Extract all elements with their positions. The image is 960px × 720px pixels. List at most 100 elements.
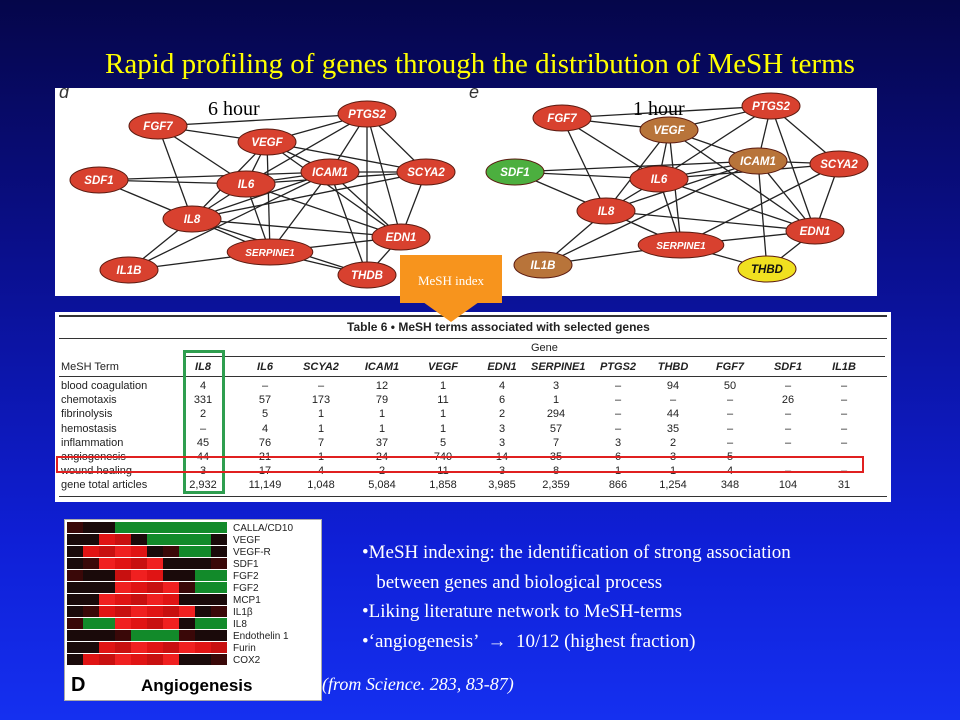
heatmap-cell (83, 582, 99, 593)
heatmap-row-label: MCP1 (233, 595, 261, 606)
heatmap-cell (163, 630, 179, 641)
table-cell: – (726, 422, 734, 435)
heatmap-cell (99, 642, 115, 653)
heatmap-cell (147, 618, 163, 629)
table-col-header-fgf7: FGF7 (715, 361, 745, 373)
table-cell: 4 (199, 380, 207, 392)
heatmap-cell (179, 642, 195, 653)
table-col-header-icam1: ICAM1 (364, 361, 400, 373)
network-edge (269, 171, 331, 253)
mesh-index-badge: MeSH index (400, 255, 502, 303)
node-label: ICAM1 (740, 156, 776, 168)
node-label: IL6 (651, 174, 668, 186)
network-node-icam1: ICAM1 (728, 147, 788, 175)
table-cell: – (614, 422, 622, 435)
node-ellipse (785, 217, 845, 245)
table-cell: 11 (437, 394, 449, 407)
heatmap-cell (195, 570, 211, 581)
heatmap-cell (115, 630, 131, 641)
heatmap-cell (99, 570, 115, 581)
heatmap-cell (67, 522, 83, 533)
table-cell: – (726, 436, 734, 449)
heatmap-cell (179, 594, 195, 605)
network-node-scya2: SCYA2 (396, 158, 456, 186)
table-cell: – (784, 422, 792, 435)
heatmap-cell (195, 618, 211, 629)
node-ellipse (485, 158, 545, 186)
heatmap-cell (99, 582, 115, 593)
network-node-sdf1: SDF1 (69, 166, 129, 194)
heatmap-cell (147, 642, 163, 653)
heatmap-cell (179, 606, 195, 617)
table-col-header-il1b: IL1B (832, 361, 856, 373)
heatmap-cell (163, 558, 179, 569)
table-cell: – (840, 394, 848, 407)
table-cell: 7 (317, 436, 325, 449)
node-label: SERPINE1 (656, 241, 706, 252)
heatmap-cell (195, 522, 211, 533)
node-label: IL8 (598, 206, 615, 218)
network-edge (658, 178, 816, 232)
table-cell: 3 (498, 436, 506, 449)
network-node-fgf7: FGF7 (532, 104, 592, 132)
bullet-item: •Liking literature network to MeSH-terms (362, 601, 683, 622)
network-edge (128, 171, 331, 271)
heatmap-cell (147, 606, 163, 617)
heatmap-cell (195, 546, 211, 557)
heatmap-cell (211, 654, 227, 665)
table-bottom-rule (59, 496, 887, 497)
node-label: SCYA2 (407, 167, 445, 179)
heatmap-cell (147, 522, 163, 533)
network-node-vegf: VEGF (639, 116, 699, 144)
table-cell: 79 (375, 394, 389, 407)
heatmap-cell (131, 522, 147, 533)
heatmap-cell (147, 534, 163, 545)
table-row-term: chemotaxis (61, 394, 117, 407)
node-label: IL6 (238, 179, 255, 191)
heatmap-row-label: SDF1 (233, 559, 259, 570)
table-cell: 1,048 (307, 479, 335, 492)
table-cell: 1 (317, 422, 325, 435)
heatmap-cell (163, 606, 179, 617)
node-label: VEGF (251, 137, 283, 149)
network-node-thdb: THDB (337, 261, 397, 289)
table-cell: 45 (196, 436, 210, 449)
heatmap-cell (163, 642, 179, 653)
table-cell: 12 (375, 380, 389, 392)
table-cell: 1 (317, 408, 325, 421)
heatmap-row-label: FGF2 (233, 583, 259, 594)
network-node-il6: IL6 (216, 170, 276, 198)
heatmap-cell (115, 642, 131, 653)
heatmap-cell (179, 534, 195, 545)
node-ellipse (728, 147, 788, 175)
table-cell: 348 (720, 479, 740, 492)
heatmap-panel-letter: D (71, 674, 86, 696)
table-cell: – (614, 394, 622, 407)
network-node-il1b: IL1B (99, 256, 159, 284)
network-node-thbd: THBD (737, 255, 797, 283)
network-edge (514, 160, 759, 173)
network-edge (245, 113, 368, 185)
node-ellipse (300, 158, 360, 186)
heatmap-row-label: Endothelin 1 (233, 631, 289, 642)
table-cell: 3 (498, 422, 506, 435)
heatmap-cell (211, 594, 227, 605)
citation: (from Science. 283, 83-87) (322, 674, 514, 694)
table-cell: 866 (608, 479, 628, 492)
table-cell: 5 (261, 408, 269, 421)
heatmap-cell (211, 606, 227, 617)
heatmap-cell (211, 534, 227, 545)
table-cell: 294 (546, 408, 566, 421)
heatmap-cell (211, 558, 227, 569)
network-edge (680, 163, 840, 246)
table-col-header-ptgs2: PTGS2 (599, 361, 637, 373)
heatmap-cell (211, 618, 227, 629)
node-ellipse (396, 158, 456, 186)
network-node-ptgs2: PTGS2 (337, 100, 397, 128)
network-edge (157, 125, 193, 220)
node-label: FGF7 (547, 113, 577, 125)
heatmap-cell (195, 582, 211, 593)
table-col-header-scya2: SCYA2 (303, 361, 339, 373)
panel-letter-left: d (59, 88, 70, 102)
heatmap-cell (67, 618, 83, 629)
